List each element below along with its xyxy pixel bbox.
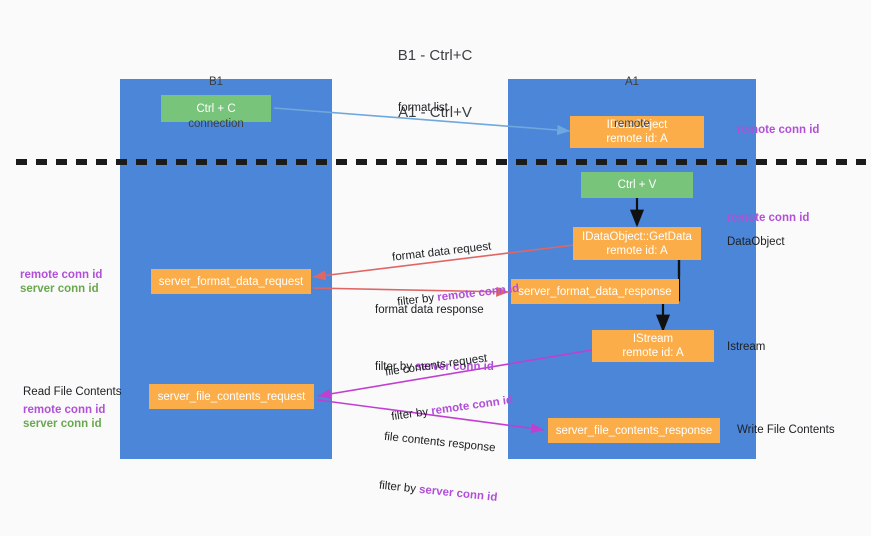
edge-label-file-contents-request-group: file contents request filter by remote c… bbox=[380, 319, 518, 455]
node-idataobject[interactable]: IDataObject remote id: A bbox=[570, 116, 704, 148]
edge-label-file-contents-request: file contents request bbox=[384, 352, 488, 379]
edge-label-format-data-request: format data request bbox=[391, 240, 492, 264]
node-server-file-contents-response[interactable]: server_file_contents_response bbox=[548, 418, 720, 443]
filter-prefix-3: filter by bbox=[390, 405, 433, 424]
node-ctrl-v[interactable]: Ctrl + V bbox=[581, 172, 693, 198]
edge-label-format-list: format list bbox=[398, 102, 448, 114]
node-getdata-line1: IDataObject::GetData bbox=[582, 230, 692, 243]
edge-label-format-data-request-group: format data request filter by remote con… bbox=[388, 207, 523, 340]
diagram-canvas: Ctrl + C IDataObject remote id: A Ctrl +… bbox=[16, 8, 866, 504]
node-istream-line1: IStream bbox=[632, 333, 674, 345]
edge-label-file-contents-request-filter: filter by remote conn id bbox=[390, 393, 514, 425]
node-server-file-contents-request[interactable]: server_file_contents_request bbox=[149, 384, 314, 409]
edge-label-format-data-response: format data response bbox=[375, 304, 484, 316]
edge-format-data-response bbox=[312, 286, 510, 297]
node-idataobject-line2: remote id: A bbox=[606, 133, 668, 145]
filter-value-server-conn-id-2: server conn id bbox=[418, 483, 498, 504]
edge-label-format-data-response-group: format data response filter by server co… bbox=[375, 273, 494, 405]
annotation-read-file-contents: Read File Contents bbox=[23, 386, 122, 398]
filter-prefix-2: filter by bbox=[375, 361, 416, 373]
node-getdata-line2: remote id: A bbox=[606, 244, 668, 257]
edge-label-file-contents-response-filter: filter by server conn id bbox=[378, 479, 498, 506]
node-server-format-data-response[interactable]: server_format_data_response bbox=[511, 279, 679, 304]
filter-value-remote-conn-id-2: remote conn id bbox=[430, 394, 514, 418]
edge-label-file-contents-response-group: file contents response filter by server … bbox=[375, 400, 506, 536]
annotation-left-remote-conn-id: remote conn id bbox=[20, 269, 103, 281]
node-istream-line2: remote id: A bbox=[622, 347, 684, 359]
diagram-title-line1: B1 - Ctrl+C bbox=[397, 47, 473, 64]
edge-label-file-contents-response: file contents response bbox=[383, 430, 497, 455]
annotation-left-server-conn-id-2: server conn id bbox=[23, 418, 102, 430]
node-ctrl-c[interactable]: Ctrl + C bbox=[161, 95, 271, 122]
filter-prefix-4: filter by bbox=[378, 479, 420, 496]
node-server-format-data-request[interactable]: server_format_data_request bbox=[151, 269, 311, 294]
node-idataobject-line1: IDataObject bbox=[606, 119, 668, 131]
edge-label-format-data-response-filter: filter by server conn id bbox=[375, 360, 494, 375]
diagram-title-line2: A1 - Ctrl+V bbox=[398, 104, 472, 121]
node-idataobject-getdata[interactable]: IDataObject::GetData remote id: A bbox=[573, 227, 701, 260]
node-istream[interactable]: IStream remote id: A bbox=[592, 330, 714, 362]
diagram-title: B1 - Ctrl+C A1 - Ctrl+V bbox=[335, 8, 535, 160]
filter-value-server-conn-id: server conn id bbox=[415, 361, 494, 373]
filter-prefix: filter by bbox=[396, 291, 438, 309]
annotation-left-server-conn-id: server conn id bbox=[20, 283, 99, 295]
node-layer: Ctrl + C IDataObject remote id: A Ctrl +… bbox=[149, 95, 720, 443]
annotation-left-remote-conn-id-2: remote conn id bbox=[23, 404, 106, 416]
edge-label-format-data-request-filter: filter by remote conn id bbox=[396, 282, 520, 311]
